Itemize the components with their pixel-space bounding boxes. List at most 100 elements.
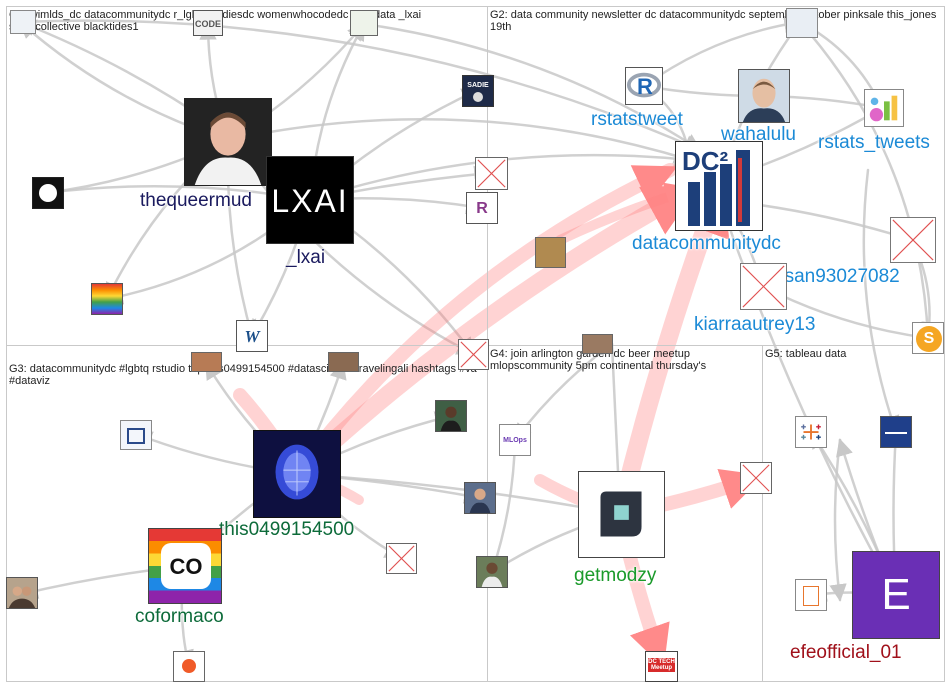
node-top-small-avatar[interactable]	[350, 10, 378, 36]
node-this0499154500-avatar[interactable]	[253, 430, 341, 518]
broken-image-icon	[477, 159, 506, 188]
group-box-g5	[762, 345, 945, 682]
label-datacommunitydc: datacommunitydc	[632, 233, 781, 254]
node-coformaco-avatar[interactable]: CO	[148, 528, 222, 604]
node-g3-bottom-avatar[interactable]	[173, 651, 205, 682]
node-datacommunitydc-avatar[interactable]: DC²	[675, 141, 763, 231]
broken-image-icon	[388, 545, 415, 572]
edge-gray-19	[362, 22, 702, 152]
person-photo-icon	[739, 70, 789, 122]
mlops-logo-icon: MLOps	[503, 437, 527, 444]
node-rstats-tweets-avatar[interactable]	[864, 89, 904, 127]
node-meetup-avatar[interactable]: DC TECH Meetup	[645, 651, 678, 682]
node-thequeermud-avatar[interactable]	[184, 98, 272, 186]
group-box-g3	[6, 345, 488, 682]
node-rstatstweet-avatar[interactable]: R	[625, 67, 663, 105]
coformaco-logo-badge	[161, 543, 211, 589]
r-logo-icon	[626, 72, 662, 98]
node-g4-top-avatar[interactable]	[582, 334, 613, 354]
node-top-g2-avatar[interactable]	[786, 8, 818, 38]
node-sadie-avatar[interactable]: SADIE	[462, 75, 494, 107]
node-x-placeholder-4[interactable]	[740, 462, 772, 494]
broken-image-icon	[460, 341, 487, 368]
node-top-left-avatar[interactable]	[10, 10, 36, 34]
node-lxai-avatar[interactable]: LXAI	[266, 156, 354, 244]
node-g3-person-3[interactable]	[6, 577, 38, 609]
label-lulasan93027082: lulasan93027082	[755, 266, 900, 287]
node-art-avatar[interactable]	[535, 237, 566, 268]
node-g3-top-avatar-2[interactable]	[328, 352, 359, 372]
label-efeofficial-01: efeofficial_01	[790, 642, 902, 663]
edge-gray-52	[829, 438, 847, 602]
sadie-logo-mark	[473, 92, 483, 102]
group-label-g4: G4: join arlington garden dc beer meetup…	[490, 348, 707, 372]
meetup-logo-text: DC TECH Meetup	[648, 658, 675, 672]
label-getmodzy: getmodzy	[574, 565, 657, 586]
broken-image-icon	[742, 265, 785, 308]
node-g4-person[interactable]	[476, 556, 508, 588]
edge-red-1	[290, 163, 678, 481]
node-x-kiarraautrey[interactable]	[740, 263, 787, 310]
person-photo-icon	[185, 99, 271, 185]
node-g5-doc-avatar[interactable]	[795, 579, 827, 611]
efeofficial-logo-text: E	[881, 570, 911, 619]
group-label-g3: G3: datacommunitydc #lgbtq rstudio top t…	[9, 363, 477, 387]
node-x-placeholder-2[interactable]	[458, 339, 489, 370]
person-photo-icon	[436, 401, 466, 431]
node-g3-person-2[interactable]	[464, 482, 496, 514]
edge-red-0	[288, 181, 700, 483]
node-orange-s-avatar[interactable]: S	[912, 322, 944, 354]
node-mlops-avatar[interactable]: MLOps	[499, 424, 531, 456]
sadie-logo-text: SADIE	[467, 82, 489, 89]
label-thequeermud: thequeermud	[140, 190, 252, 211]
label-rstatstweet: rstatstweet	[591, 109, 683, 130]
node-tableau-public-avatar[interactable]	[880, 416, 912, 448]
modzy-logo-icon	[600, 491, 642, 537]
edge-gray-50	[716, 198, 898, 597]
rstatstweet-logo-text: R	[637, 74, 653, 99]
logo-circle-icon	[39, 184, 57, 202]
label-rstats-tweets: rstats_tweets	[818, 132, 930, 153]
w-logo-icon: W	[244, 327, 260, 346]
person-photo-icon	[7, 578, 37, 608]
node-x-lulasan[interactable]	[890, 217, 936, 263]
node-efeofficial-avatar[interactable]: E	[852, 551, 940, 639]
node-wimlds-avatar[interactable]: W	[236, 320, 268, 352]
node-x-placeholder-1[interactable]	[475, 157, 508, 190]
skyline-logo-icon	[688, 150, 750, 226]
node-blackbox-avatar[interactable]	[32, 177, 64, 209]
node-tableau-avatar[interactable]	[795, 416, 827, 448]
document-icon	[127, 428, 145, 444]
rladies-logo-text: R	[476, 200, 488, 217]
colorful-icons-icon	[869, 95, 898, 122]
node-getmodzy-avatar[interactable]	[578, 471, 665, 558]
group-label-g1: G1: wimlds_dc datacommunitydc r_lgbtq rl…	[9, 9, 422, 33]
label-coformaco: coformaco	[135, 606, 224, 627]
broken-image-icon	[742, 464, 770, 492]
node-rladies-avatar[interactable]: R	[466, 192, 498, 224]
tableau-public-logo-icon	[885, 432, 907, 434]
person-photo-icon	[465, 483, 495, 513]
label-lxai: _lxai	[286, 247, 326, 268]
group-label-g2: G2: data community newsletter dc datacom…	[490, 9, 937, 33]
label-wahalulu: wahalulu	[721, 124, 796, 145]
group-label-g5: G5: tableau data	[765, 348, 847, 360]
label-this0499154500: this0499154500	[219, 519, 355, 540]
broken-image-icon	[892, 219, 934, 261]
node-wahalulu-avatar[interactable]	[738, 69, 790, 123]
person-photo-icon	[477, 557, 507, 587]
node-rainbow-avatar[interactable]	[91, 283, 123, 315]
s-logo-icon: S	[916, 326, 942, 352]
document-icon	[803, 586, 819, 606]
node-code-avatar[interactable]: CODE	[193, 10, 223, 36]
edge-red-2	[611, 179, 730, 523]
node-g3-top-avatar-1[interactable]	[191, 352, 222, 372]
node-g3-person-1[interactable]	[435, 400, 467, 432]
glowing-face-icon	[254, 431, 340, 517]
node-chart-icon-avatar[interactable]	[120, 420, 152, 450]
label-kiarraautrey13: kiarraautrey13	[694, 314, 816, 335]
code-logo-text: CODE	[194, 19, 221, 29]
edge-gray-17	[226, 117, 692, 164]
node-x-placeholder-3[interactable]	[386, 543, 417, 574]
